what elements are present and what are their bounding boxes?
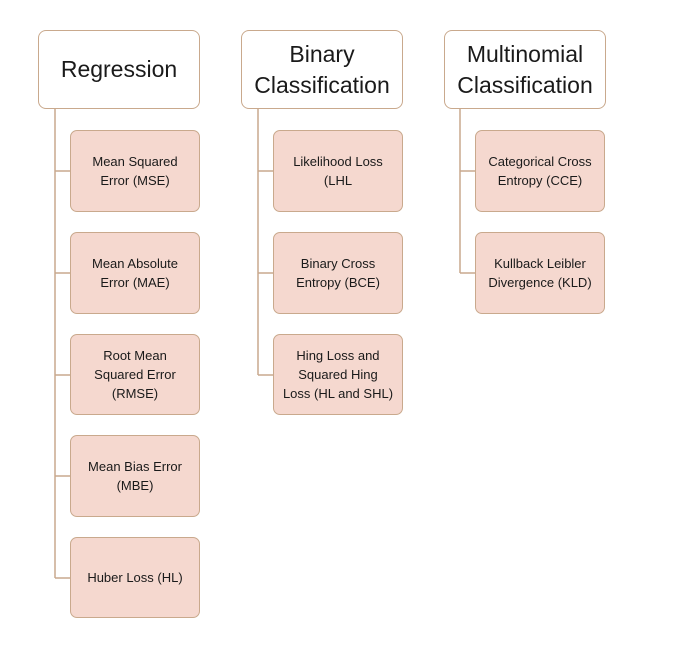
header-binary-classification: Binary Classification xyxy=(241,30,403,109)
leaf-likelihood-loss: Likelihood Loss (LHL xyxy=(273,130,403,212)
leaf-mean-absolute-error: Mean Absolute Error (MAE) xyxy=(70,232,200,314)
header-multinomial-classification: Multinomial Classification xyxy=(444,30,606,109)
leaf-mean-bias-error: Mean Bias Error (MBE) xyxy=(70,435,200,517)
header-regression: Regression xyxy=(38,30,200,109)
leaf-root-mean-squared-error: Root Mean Squared Error (RMSE) xyxy=(70,334,200,415)
leaf-huber-loss: Huber Loss (HL) xyxy=(70,537,200,618)
leaf-hinge-loss: Hing Loss and Squared Hing Loss (HL and … xyxy=(273,334,403,415)
leaf-categorical-cross-entropy: Categorical Cross Entropy (CCE) xyxy=(475,130,605,212)
leaf-binary-cross-entropy: Binary Cross Entropy (BCE) xyxy=(273,232,403,314)
leaf-kullback-leibler-divergence: Kullback Leibler Divergence (KLD) xyxy=(475,232,605,314)
leaf-mean-squared-error: Mean Squared Error (MSE) xyxy=(70,130,200,212)
